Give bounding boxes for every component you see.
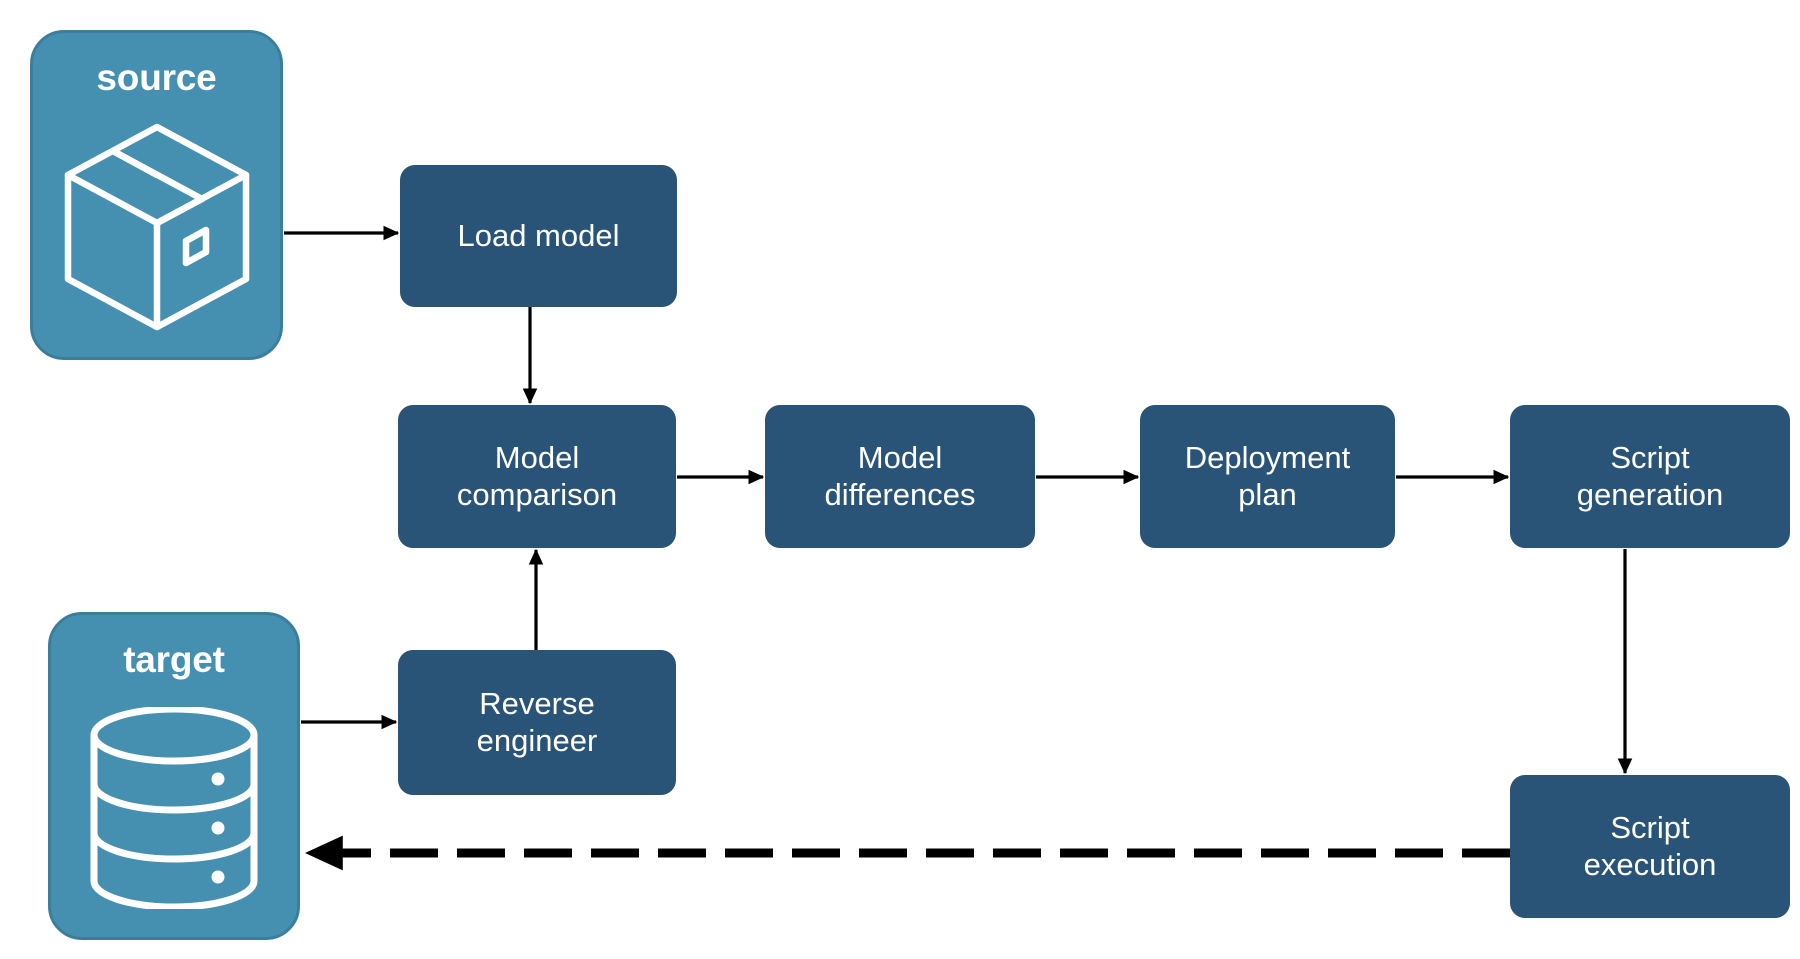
node-model-comparison[interactable]: Model comparison: [398, 405, 676, 548]
node-load-model[interactable]: Load model: [400, 165, 677, 307]
node-deployment-plan-label: Deployment plan: [1175, 440, 1360, 513]
node-script-generation-line-2: generation: [1576, 476, 1724, 512]
node-script-execution[interactable]: Script execution: [1510, 775, 1790, 918]
node-script-execution-line-1: Script: [1610, 809, 1690, 845]
node-reverse-engineer[interactable]: Reverse engineer: [398, 650, 676, 795]
node-reverse-engineer-line-1: Reverse: [479, 685, 595, 721]
node-deployment-plan[interactable]: Deployment plan: [1140, 405, 1395, 548]
node-script-generation[interactable]: Script generation: [1510, 405, 1790, 548]
node-load-model-label: Load model: [457, 217, 620, 253]
endpoint-source[interactable]: source: [30, 30, 283, 360]
database-cylinder-icon: [51, 678, 297, 937]
node-model-differences[interactable]: Model differences: [765, 405, 1035, 548]
node-deployment-plan-line-1: Deployment: [1184, 439, 1351, 475]
node-model-comparison-line-1: Model: [494, 439, 580, 475]
node-script-execution-label: Script execution: [1574, 810, 1727, 883]
node-script-execution-line-2: execution: [1583, 846, 1717, 882]
node-script-generation-label: Script generation: [1567, 440, 1734, 513]
node-reverse-engineer-label: Reverse engineer: [467, 686, 608, 759]
package-box-icon: [33, 96, 280, 357]
node-model-differences-label: Model differences: [814, 440, 985, 513]
node-reverse-engineer-line-2: engineer: [476, 722, 598, 758]
node-script-generation-line-1: Script: [1610, 439, 1690, 475]
node-model-comparison-label: Model comparison: [447, 440, 627, 513]
node-model-comparison-line-2: comparison: [456, 476, 618, 512]
node-deployment-plan-line-2: plan: [1238, 476, 1297, 512]
endpoint-target[interactable]: target: [48, 612, 300, 940]
endpoint-source-label: source: [96, 57, 217, 98]
node-model-differences-line-1: Model: [857, 439, 943, 475]
node-model-differences-line-2: differences: [824, 476, 976, 512]
endpoint-target-label: target: [123, 639, 225, 680]
